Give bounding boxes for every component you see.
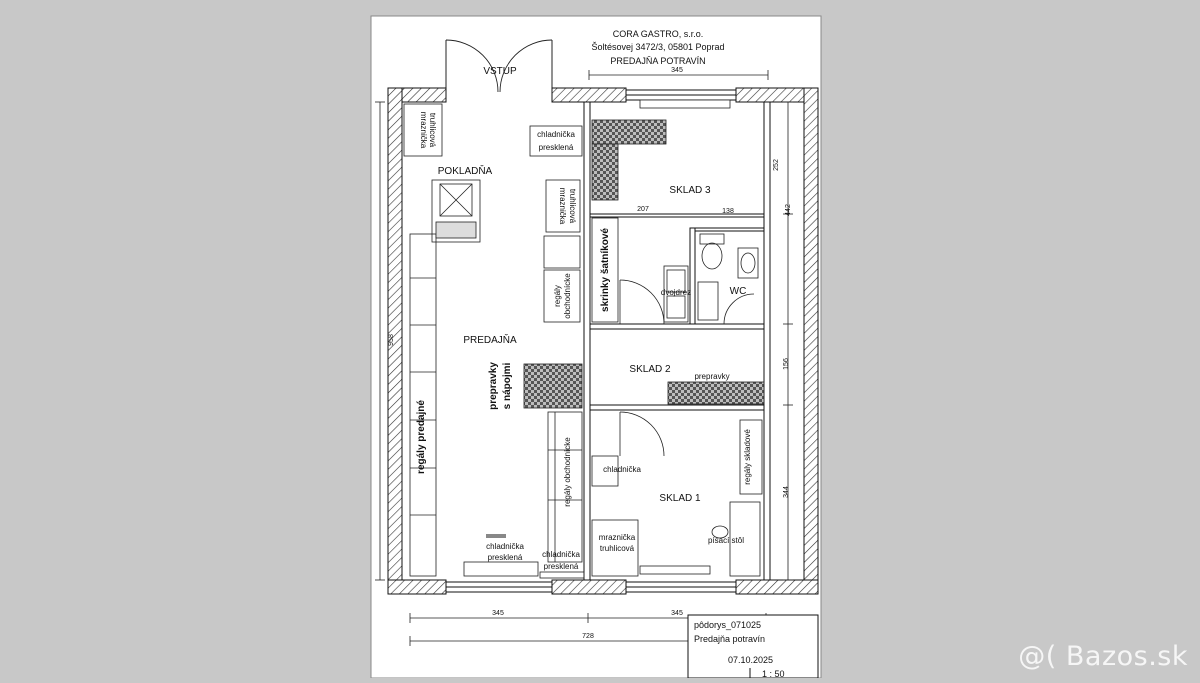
prepravky-main-label-1: prepravky	[488, 362, 499, 410]
mraznicka-mid	[545, 179, 581, 233]
pisaci-stol	[639, 501, 761, 577]
pokladna-counter	[431, 179, 481, 243]
skrinky-satnikove	[591, 217, 619, 323]
room-sklad3: SKLAD 3	[669, 185, 711, 196]
left-dimension	[375, 101, 385, 581]
regaly-obch-bottom	[547, 411, 583, 563]
title-name: Predajňa potravín	[694, 634, 765, 644]
chladnicka-bottom-a	[463, 561, 539, 577]
room-sklad1: SKLAD 1	[659, 493, 701, 504]
header-subject: PREDAJŇA POTRAVÍN	[610, 56, 705, 66]
title-scale: 1 : 50	[762, 669, 785, 678]
chladnicka-bottom-a-handle	[486, 534, 506, 538]
mraznicka-top	[403, 103, 443, 157]
chladnicka-bottom-b-label-1: chladnička	[542, 550, 580, 559]
chladnicka-preskl-top	[529, 125, 583, 157]
chladnicka-bottom-b-label-2: presklená	[544, 562, 579, 571]
dim-156: 156	[783, 358, 790, 370]
drawing-sheet	[370, 15, 822, 679]
outer-walls	[387, 87, 819, 595]
mraznicka-sklad1-label-1: mraznička	[599, 533, 636, 542]
dim-958: 958	[388, 334, 395, 346]
room-sklad2: SKLAD 2	[629, 364, 671, 375]
room-predajna: PREDAJŇA	[463, 333, 517, 346]
box-mid	[543, 235, 581, 269]
chladnicka-top-label-2: presklená	[539, 143, 574, 152]
room-wc: WC	[730, 286, 747, 297]
sklad1-door-swing	[619, 411, 665, 457]
sklad3-shelving	[591, 99, 731, 201]
regaly-obch-top-label-1: regály	[553, 285, 562, 307]
chladnicka-bottom-a-label-2: presklená	[488, 553, 523, 562]
regaly-predajne-label: regály predajné	[416, 400, 427, 474]
room-pokladna: POKLADŇA	[438, 164, 493, 177]
bazos-watermark: @( Bazos.sk	[1018, 641, 1188, 672]
mraznicka-sklad1	[591, 519, 639, 577]
entrance-label: VSTUP	[483, 66, 517, 77]
title-drawing: pôdorys_071025	[694, 620, 761, 630]
dim-bottom-right-345: 345	[671, 610, 683, 617]
regaly-skladove	[739, 419, 763, 495]
dvojdrez	[663, 265, 689, 323]
wc-fixtures	[697, 233, 759, 325]
prepravky-sklad2-label: prepravky	[694, 372, 729, 381]
title-date: 07.10.2025	[728, 655, 773, 665]
prepravky-main-label-2: s nápojmi	[502, 362, 513, 409]
interior-walls	[583, 101, 771, 581]
regaly-skladove-label: regály skladové	[743, 429, 752, 485]
dim-344: 344	[783, 486, 790, 498]
dim-138: 138	[722, 208, 734, 215]
mraznicka-top-label-2: truhlicová	[428, 113, 437, 148]
dim-total-728: 728	[582, 633, 594, 640]
top-dimension	[588, 70, 769, 80]
chladnicka-sklad1	[591, 455, 619, 487]
mraznicka-top-label-1: mraznička	[419, 112, 428, 149]
header-address: Šoltésovej 3472/3, 05801 Poprad	[591, 42, 724, 52]
entrance-doors	[445, 39, 553, 100]
regaly-predajne-strip	[409, 233, 437, 577]
prepravky-sklad2-block	[667, 381, 765, 405]
dim-bottom-left-345: 345	[492, 610, 504, 617]
mraznicka-mid-label-1: mraznička	[558, 188, 567, 225]
header-company: CORA GASTRO, s.r.o.	[613, 29, 704, 39]
chladnicka-bottom-a-label-1: chladnička	[486, 542, 524, 551]
dim-207: 207	[637, 206, 649, 213]
regaly-obch-top-label-2: obchodnícke	[563, 273, 572, 319]
regaly-obch-bottom-label: regály obchodnícke	[563, 437, 572, 507]
dim-442: 442	[785, 204, 792, 216]
right-dimensions	[783, 101, 793, 581]
title-block	[687, 614, 819, 679]
regaly-obch-top	[543, 269, 581, 323]
prepravky-napoje-block	[523, 363, 583, 409]
dvojdrez-label: dvojdrez	[661, 288, 691, 297]
sklad3-door-swing	[619, 279, 665, 325]
dim-top-345: 345	[671, 67, 683, 74]
skrinky-label: skrinky šatníkové	[600, 228, 611, 312]
chladnicka-top-label-1: chladnička	[537, 130, 575, 139]
mraznicka-mid-label-2: truhlicová	[568, 189, 577, 224]
chladnicka-bottom-b	[539, 571, 585, 579]
pisaci-stol-label: písací stôl	[708, 536, 744, 545]
dim-252: 252	[773, 159, 780, 171]
chladnicka-sklad1-label: chladnička	[603, 465, 641, 474]
mraznicka-sklad1-label-2: truhlicová	[600, 544, 635, 553]
